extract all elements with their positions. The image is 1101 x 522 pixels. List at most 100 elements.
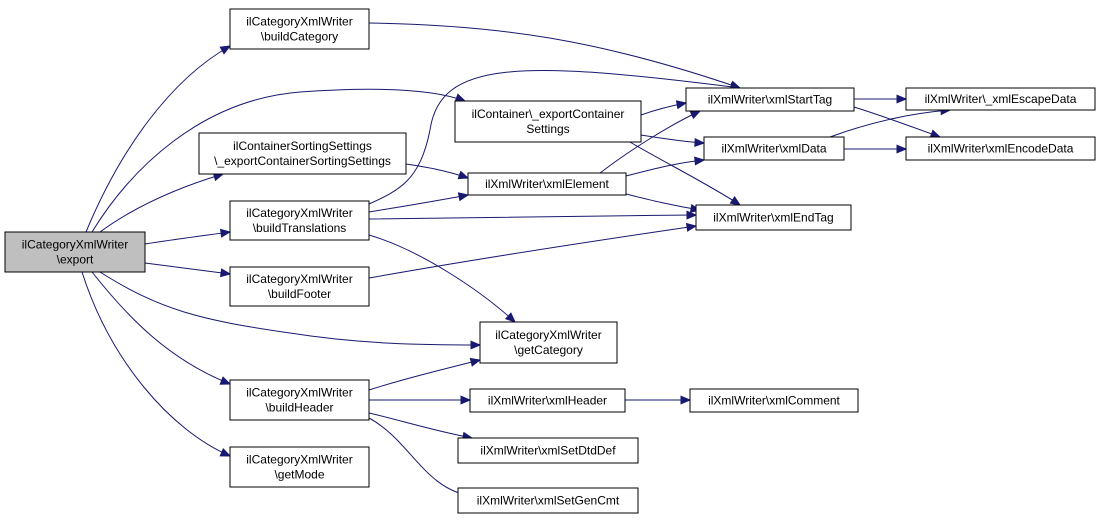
nodes-layer: ilCategoryXmlWriter\exportilCategoryXmlW…	[4, 8, 1096, 514]
edge-export-to-exportContainerSortingSettings	[99, 172, 225, 233]
node-buildHeader[interactable]: ilCategoryXmlWriter\buildHeader	[229, 379, 370, 421]
node-label: Settings	[526, 122, 569, 136]
edge-line	[625, 193, 701, 211]
node-box	[229, 200, 370, 241]
edge-line	[85, 45, 231, 233]
edge-xmlHeader-to-xmlComment	[625, 395, 692, 405]
edge-line	[368, 412, 473, 439]
edge-line	[829, 109, 951, 138]
arrowhead-icon	[685, 222, 698, 232]
edge-line	[368, 234, 516, 323]
edge-line	[144, 262, 231, 275]
node-box	[457, 437, 639, 464]
node-xmlElement[interactable]: ilXmlWriter\xmlElement	[467, 172, 627, 196]
node-xmlEscapeData[interactable]: ilXmlWriter\_xmlEscapeData	[905, 87, 1096, 111]
node-xmlData[interactable]: ilXmlWriter\xmlData	[703, 136, 845, 161]
node-buildCategory[interactable]: ilCategoryXmlWriter\buildCategory	[229, 8, 370, 50]
edge-buildTranslations-to-xmlEndTag	[368, 210, 698, 220]
edge-line	[853, 106, 941, 138]
edge-xmlElement-to-xmlEndTag	[625, 193, 702, 213]
edge-line	[599, 110, 701, 174]
node-box	[469, 388, 626, 413]
node-xmlEncodeData[interactable]: ilXmlWriter\xmlEncodeData	[905, 136, 1096, 161]
node-box	[695, 204, 852, 231]
arrowhead-icon	[219, 45, 232, 55]
edge-line	[368, 359, 481, 391]
node-label: \buildCategory	[261, 30, 338, 44]
node-label: ilXmlWriter\xmlEndTag	[713, 211, 833, 225]
edge-buildCategory-to-xmlStartTag	[368, 22, 742, 90]
arrowhead-icon	[457, 170, 470, 180]
node-box	[454, 100, 642, 143]
edge-buildTranslations-to-getCategory	[368, 234, 516, 323]
node-label: ilCategoryXmlWriter	[246, 206, 352, 220]
node-label: ilXmlWriter\xmlSetDtdDef	[480, 444, 616, 458]
node-label: \export	[57, 253, 94, 267]
node-label: \buildTranslations	[253, 221, 347, 235]
edge-buildHeader-to-xmlHeader	[369, 395, 472, 405]
edge-xmlStartTag-to-xmlEscapeData	[853, 94, 908, 104]
node-label: ilCategoryXmlWriter	[495, 328, 601, 342]
edge-line	[91, 88, 466, 233]
node-label: ilCategoryXmlWriter	[246, 272, 352, 286]
arrowhead-icon	[896, 144, 908, 154]
edge-exportContainerSortingSettings-to-xmlElement	[405, 163, 470, 180]
arrowhead-icon	[504, 312, 516, 323]
node-xmlSetGenCmt[interactable]: ilXmlWriter\xmlSetGenCmt	[457, 487, 639, 514]
node-box	[703, 136, 845, 161]
node-label: ilXmlWriter\xmlComment	[708, 394, 840, 408]
edge-line	[99, 173, 224, 233]
arrowhead-icon	[686, 210, 698, 220]
arrowhead-icon	[219, 268, 232, 278]
node-getCategory[interactable]: ilCategoryXmlWriter\getCategory	[479, 321, 618, 364]
edge-line	[368, 214, 697, 220]
node-label: ilXmlWriter\xmlHeader	[488, 394, 607, 408]
node-label: ilXmlWriter\xmlEncodeData	[928, 142, 1074, 156]
edge-line	[368, 70, 741, 205]
node-box	[479, 321, 618, 364]
node-label: ilXmlWriter\xmlElement	[485, 177, 609, 191]
node-exportContainerSortingSettings[interactable]: ilContainerSortingSettings\_exportContai…	[198, 132, 407, 175]
arrowhead-icon	[689, 110, 702, 120]
edge-export-to-getMode	[81, 271, 232, 457]
node-label: \buildHeader	[265, 401, 333, 415]
arrowhead-icon	[219, 376, 232, 385]
node-box	[467, 172, 627, 196]
edge-line	[368, 225, 697, 279]
node-buildTranslations[interactable]: ilCategoryXmlWriter\buildTranslations	[229, 200, 370, 241]
node-box	[198, 132, 407, 175]
edge-line	[144, 231, 231, 245]
edge-export-to-buildTranslations	[144, 228, 232, 245]
node-xmlHeader[interactable]: ilXmlWriter\xmlHeader	[469, 388, 626, 413]
node-export[interactable]: ilCategoryXmlWriter\export	[4, 231, 146, 273]
arrowhead-icon	[694, 156, 706, 166]
arrowhead-icon	[219, 448, 232, 457]
edge-buildHeader-to-xmlSetDtdDef	[368, 412, 474, 441]
edge-line	[629, 141, 741, 206]
node-box	[905, 136, 1096, 161]
edge-xmlStartTag-to-xmlEncodeData	[853, 106, 942, 139]
node-box	[229, 266, 370, 307]
node-xmlStartTag[interactable]: ilXmlWriter\xmlStartTag	[685, 87, 855, 112]
edge-exportContainerSettings-to-xmlStartTag	[640, 100, 688, 116]
node-xmlSetDtdDef[interactable]: ilXmlWriter\xmlSetDtdDef	[457, 437, 639, 464]
edge-line	[368, 417, 473, 497]
node-getMode[interactable]: ilCategoryXmlWriter\getMode	[229, 446, 370, 488]
node-box	[229, 379, 370, 421]
node-label: ilXmlWriter\_xmlEscapeData	[925, 92, 1077, 106]
node-label: \buildFooter	[268, 287, 331, 301]
node-box	[229, 446, 370, 488]
arrowhead-icon	[454, 93, 467, 102]
arrowhead-icon	[729, 195, 742, 206]
node-label: ilXmlWriter\xmlSetGenCmt	[477, 494, 620, 508]
node-xmlEndTag[interactable]: ilXmlWriter\xmlEndTag	[695, 204, 852, 231]
node-xmlComment[interactable]: ilXmlWriter\xmlComment	[689, 388, 859, 413]
node-label: \getMode	[274, 468, 324, 482]
edge-export-to-buildCategory	[85, 45, 232, 233]
arrowhead-icon	[929, 129, 942, 139]
edge-buildHeader-to-xmlSetGenCmt	[368, 417, 474, 500]
node-box	[4, 231, 146, 273]
edge-line	[368, 194, 469, 213]
node-buildFooter[interactable]: ilCategoryXmlWriter\buildFooter	[229, 266, 370, 307]
